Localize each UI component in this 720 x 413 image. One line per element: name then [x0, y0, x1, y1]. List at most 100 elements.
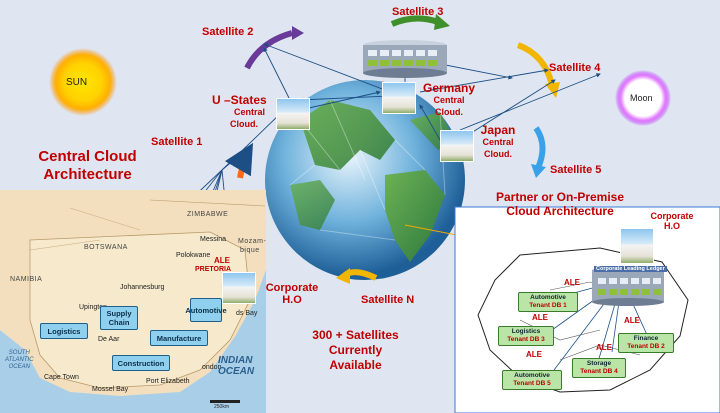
logistics-box: Logistics [40, 323, 88, 339]
satellite-3-label: Satellite 3 [392, 6, 444, 18]
orbit-arrow-5 [533, 126, 546, 170]
corporate-left-building-icon [222, 272, 256, 304]
corporate-left-line-1: Corporate [265, 282, 319, 294]
left-ale-label: ALE [214, 256, 230, 265]
us-name: U –States [212, 93, 267, 107]
tenant-3-name: Logistics [511, 328, 541, 335]
country-botswana: BOTSWANA [84, 244, 128, 251]
atlantic-line-1: SOUTH [8, 350, 30, 356]
corporate-ho-left-label: Corporate H.O [256, 282, 328, 306]
us-sub-1: Central [234, 107, 266, 117]
us-central-cloud-label: U –States Central Cloud. [212, 94, 282, 130]
tenant-storage-4: Storage Tenant DB 4 [572, 358, 626, 378]
supply-chain-box: Supply Chain [100, 306, 138, 330]
tenant-3-db: Tenant DB 3 [507, 336, 545, 343]
moon-shape [615, 70, 671, 126]
central-title-line-1: Central Cloud [38, 148, 137, 165]
orbit-arrow-4 [516, 42, 555, 86]
ale-label-5: ALE [596, 343, 612, 352]
tenant-2-name: Finance [633, 335, 659, 342]
tenant-5-db: Tenant DB 5 [513, 380, 551, 387]
scale-label: 250km [214, 404, 230, 410]
corporate-right-line-1: Corporate [650, 211, 694, 221]
partner-title-line-1: Partner or On-Premise [495, 190, 625, 204]
tenant-4-name: Storage [586, 360, 612, 367]
tenant-1-db: Tenant DB 1 [529, 302, 567, 309]
city-johannesburg: Johannesburg [120, 284, 165, 291]
indian-line-1: INDIAN [218, 355, 253, 366]
satellite-n-label: Satellite N [361, 294, 415, 306]
corporate-left-line-2: H.O [282, 294, 302, 306]
city-de-aar: De Aar [98, 336, 120, 343]
tenant-2-db: Tenant DB 2 [627, 343, 665, 350]
satellite-1-label: Satellite 1 [151, 136, 203, 148]
ale-label-1: ALE [564, 278, 580, 287]
globe-icon [265, 80, 465, 280]
city-messina: Messina [200, 236, 227, 243]
tenant-1-name: Automotive [530, 294, 566, 301]
scale-bar [210, 400, 240, 403]
server-rack-ledger-icon [592, 266, 664, 306]
germany-sub-1: Central [433, 95, 465, 105]
tenant-logistics-3: Logistics Tenant DB 3 [498, 326, 554, 346]
indian-ocean-label: INDIAN OCEAN [218, 355, 254, 377]
japan-sub-1: Central [482, 137, 514, 147]
corporate-right-line-2: H.O [663, 221, 680, 231]
country-mozambique-1: Mozam- [238, 238, 267, 245]
us-cloud-building-icon [276, 98, 310, 130]
city-ondon: ondon [202, 364, 222, 371]
city-polokwane: Polokwane [176, 252, 211, 259]
atlantic-ocean-label: SOUTH ATLANTIC OCEAN [5, 350, 34, 371]
ale-label-4: ALE [526, 350, 542, 359]
central-title-line-2: Architecture [43, 166, 132, 183]
indian-line-2: OCEAN [218, 366, 255, 377]
partner-title-line-2: Cloud Architecture [506, 204, 614, 218]
orbit-arrow-1 [224, 142, 254, 179]
central-cloud-title: Central Cloud Architecture [20, 148, 155, 184]
satellites-available-line-1: 300 + Satellites [312, 328, 399, 342]
country-zimbabwe: ZIMBABWE [187, 211, 229, 218]
corporate-ledger-label: Corporate Leading Ledger [594, 266, 667, 272]
city-port-elizabeth: Port Elizabeth [146, 378, 190, 385]
country-namibia: NAMIBIA [10, 276, 43, 283]
moon-label: Moon [630, 93, 653, 103]
satellites-available-line-2: Currently [328, 343, 383, 357]
ale-label-2: ALE [532, 313, 548, 322]
sun-label: SUN [66, 77, 88, 88]
satellite-5-label: Satellite 5 [550, 164, 602, 176]
germany-sub-2: Cloud. [435, 107, 463, 117]
country-mozambique-2: bique [240, 247, 260, 254]
manufacture-box: Manufacture [150, 330, 208, 346]
city-ds-bay: ds Bay [236, 310, 258, 317]
ale-label-3: ALE [624, 316, 640, 325]
tenant-4-db: Tenant DB 4 [580, 368, 618, 375]
city-pretoria: PRETORIA [195, 266, 232, 273]
tenant-finance-2: Finance Tenant DB 2 [618, 333, 674, 353]
germany-central-cloud-label: Germany Central Cloud. [414, 82, 484, 118]
satellites-available-line-3: Available [329, 358, 382, 372]
germany-name: Germany [422, 81, 476, 95]
us-sub-2: Cloud. [230, 119, 258, 129]
corporate-right-building-icon [620, 228, 654, 264]
city-upington: Upington [79, 304, 108, 311]
japan-name: Japan [480, 123, 516, 137]
server-rack-top-icon [363, 40, 447, 78]
japan-cloud-building-icon [440, 130, 474, 162]
sun-shape [49, 48, 117, 116]
tenant-automotive-1: Automotive Tenant DB 1 [518, 292, 578, 312]
atlantic-line-2: ATLANTIC [5, 357, 34, 363]
partner-cloud-title: Partner or On-Premise Cloud Architecture [460, 190, 660, 218]
automotive-box: Automotive [185, 298, 227, 322]
satellites-available-label: 300 + Satellites Currently Available [298, 328, 413, 373]
city-mossel-bay: Mossel Bay [92, 386, 129, 393]
orbit-arrow-3 [390, 15, 439, 27]
japan-sub-2: Cloud. [484, 149, 512, 159]
construction-box: Construction [112, 355, 170, 371]
corporate-ho-right-label: Corporate H.O [644, 211, 700, 231]
japan-central-cloud-label: Japan Central Cloud. [468, 124, 528, 160]
tenant-5-name: Automotive [514, 372, 550, 379]
orbit-arrow-2 [244, 30, 293, 70]
city-cape-town: Cape Town [44, 374, 79, 381]
germany-cloud-building-icon [382, 82, 416, 114]
satellite-4-label: Satellite 4 [549, 62, 601, 74]
